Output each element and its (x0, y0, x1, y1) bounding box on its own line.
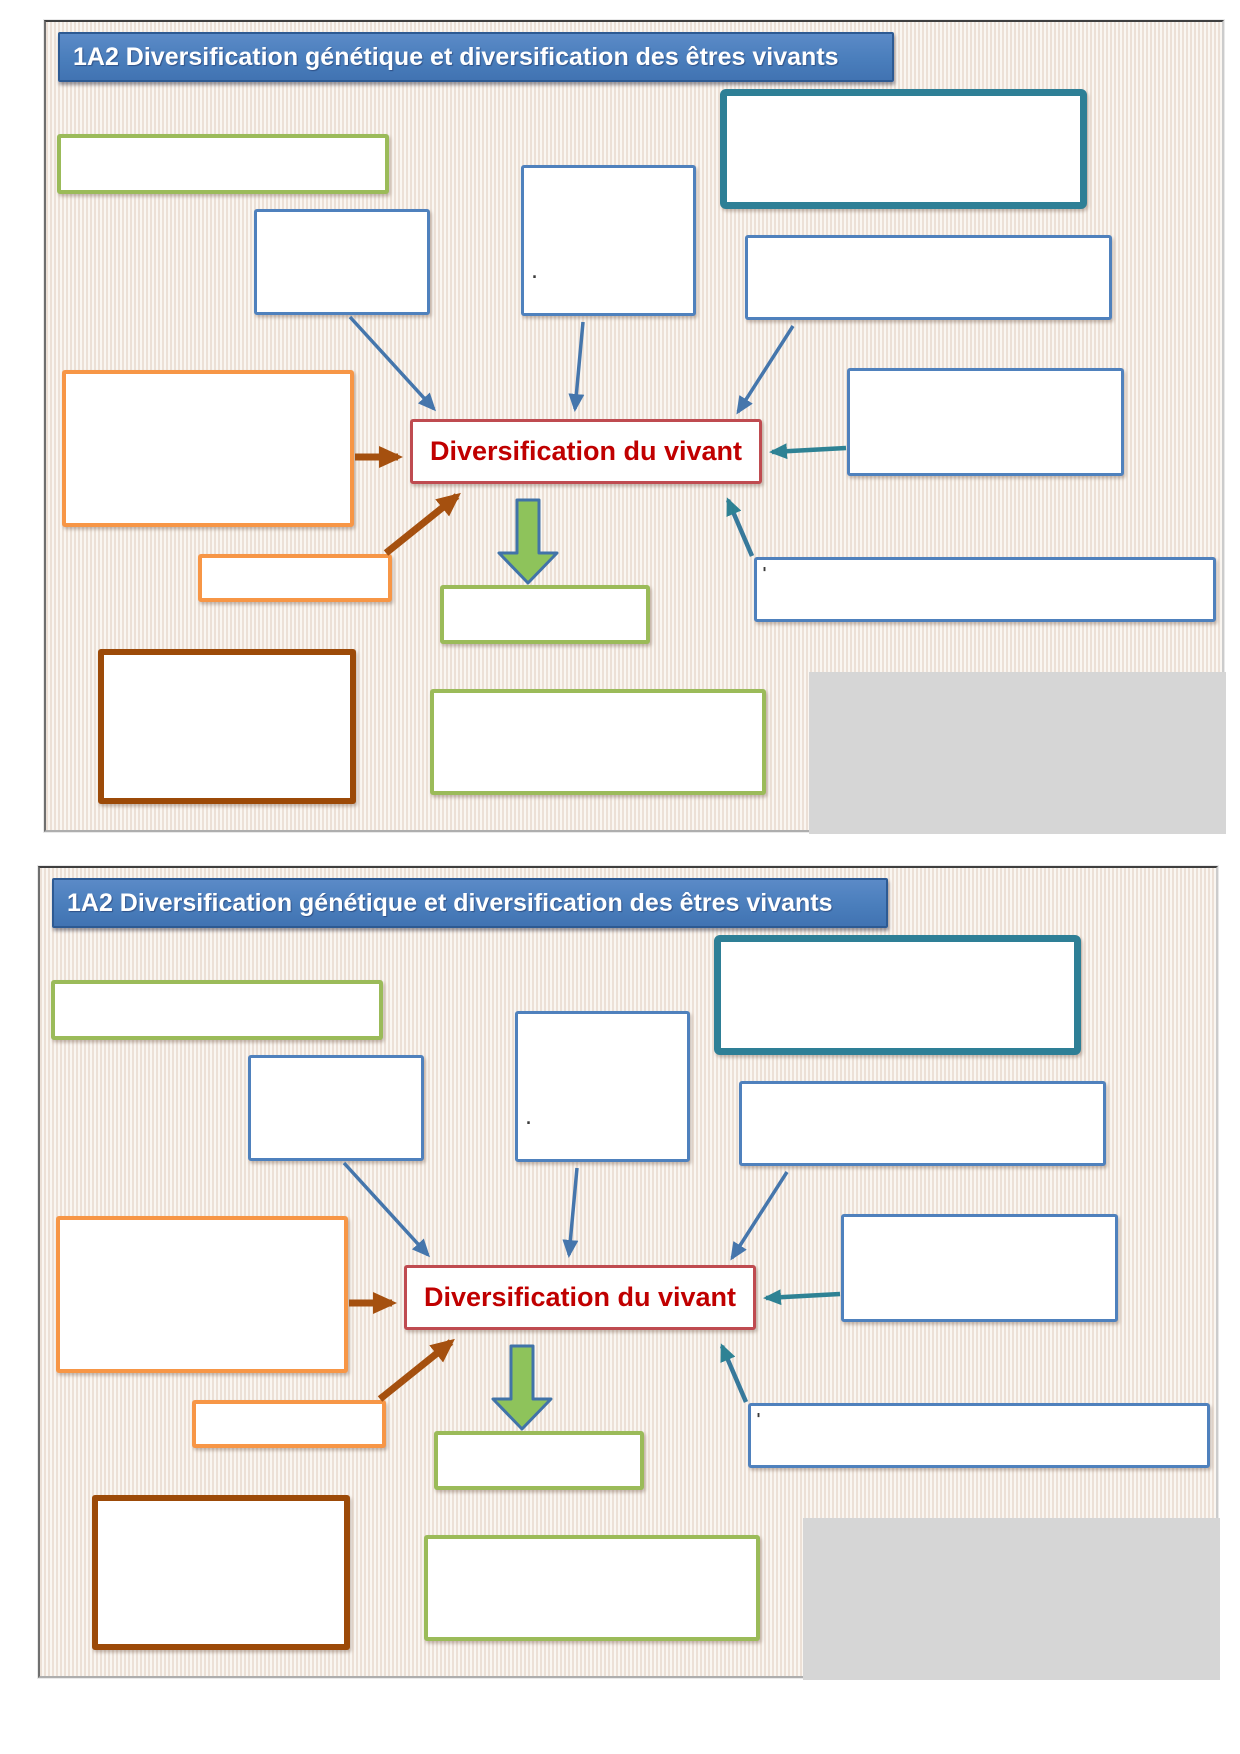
empty-box-blue-far-right (847, 368, 1124, 476)
title-text: 1A2 Diversification génétique et diversi… (67, 888, 833, 917)
empty-box-blue-center (521, 165, 696, 316)
diagram-panel: 1A2 Diversification génétique et diversi… (44, 20, 1226, 834)
title-text: 1A2 Diversification génétique et diversi… (73, 42, 839, 71)
blue-arrow-right (730, 1171, 789, 1261)
empty-box-orange-small (192, 1400, 386, 1448)
stray-mark-center-box: . (524, 1110, 534, 1128)
blue-arrow-left (342, 1161, 431, 1258)
blue-arrow-right (736, 325, 795, 415)
empty-box-blue-small (248, 1055, 424, 1161)
empty-box-green-result (434, 1431, 644, 1490)
empty-box-blue-small (254, 209, 430, 315)
empty-box-orange-large (56, 1216, 348, 1373)
stray-mark-lower-box: ' (754, 1410, 764, 1428)
empty-box-blue-wide-right (739, 1081, 1106, 1166)
empty-box-green-bottom (430, 689, 766, 795)
central-concept-label: Diversification du vivant (423, 1282, 737, 1312)
empty-box-blue-far-right (841, 1214, 1118, 1322)
teal-arrow-horizontal (763, 1289, 841, 1306)
teal-arrow-diagonal (725, 497, 755, 557)
central-concept-box: Diversification du vivant (410, 419, 762, 484)
title-bar: 1A2 Diversification génétique et diversi… (52, 878, 888, 928)
empty-box-orange-small (198, 554, 392, 602)
stray-mark-lower-box: ' (760, 564, 770, 582)
central-concept-label: Diversification du vivant (429, 436, 743, 466)
empty-box-green-bottom (424, 1535, 760, 1641)
empty-box-green-top-left (51, 980, 383, 1040)
empty-box-blue-wide-right (745, 235, 1112, 320)
brown-arrow-diagonal (383, 492, 461, 556)
empty-box-blue-lower-right (748, 1403, 1210, 1468)
stray-mark-center-box: . (530, 264, 540, 282)
blue-arrow-center (562, 1167, 579, 1258)
empty-box-teal-top-right (720, 89, 1087, 209)
brown-arrow-diagonal (377, 1338, 455, 1402)
empty-box-blue-lower-right (754, 557, 1216, 622)
diagram-panel: 1A2 Diversification génétique et diversi… (38, 866, 1220, 1680)
teal-arrow-diagonal (719, 1343, 749, 1403)
empty-box-green-result (440, 585, 650, 644)
blue-arrow-center (568, 321, 585, 412)
gray-placeholder-block (803, 1518, 1220, 1680)
empty-box-brown-bottom-left (92, 1495, 350, 1650)
empty-box-brown-bottom-left (98, 649, 356, 804)
empty-box-green-top-left (57, 134, 389, 194)
green-block-arrow-down (497, 498, 559, 585)
empty-box-blue-center (515, 1011, 690, 1162)
green-block-arrow-down (491, 1344, 553, 1431)
empty-box-orange-large (62, 370, 354, 527)
teal-arrow-horizontal (769, 443, 847, 460)
gray-placeholder-block (809, 672, 1226, 834)
empty-box-teal-top-right (714, 935, 1081, 1055)
title-bar: 1A2 Diversification génétique et diversi… (58, 32, 894, 82)
blue-arrow-left (348, 315, 437, 412)
central-concept-box: Diversification du vivant (404, 1265, 756, 1330)
